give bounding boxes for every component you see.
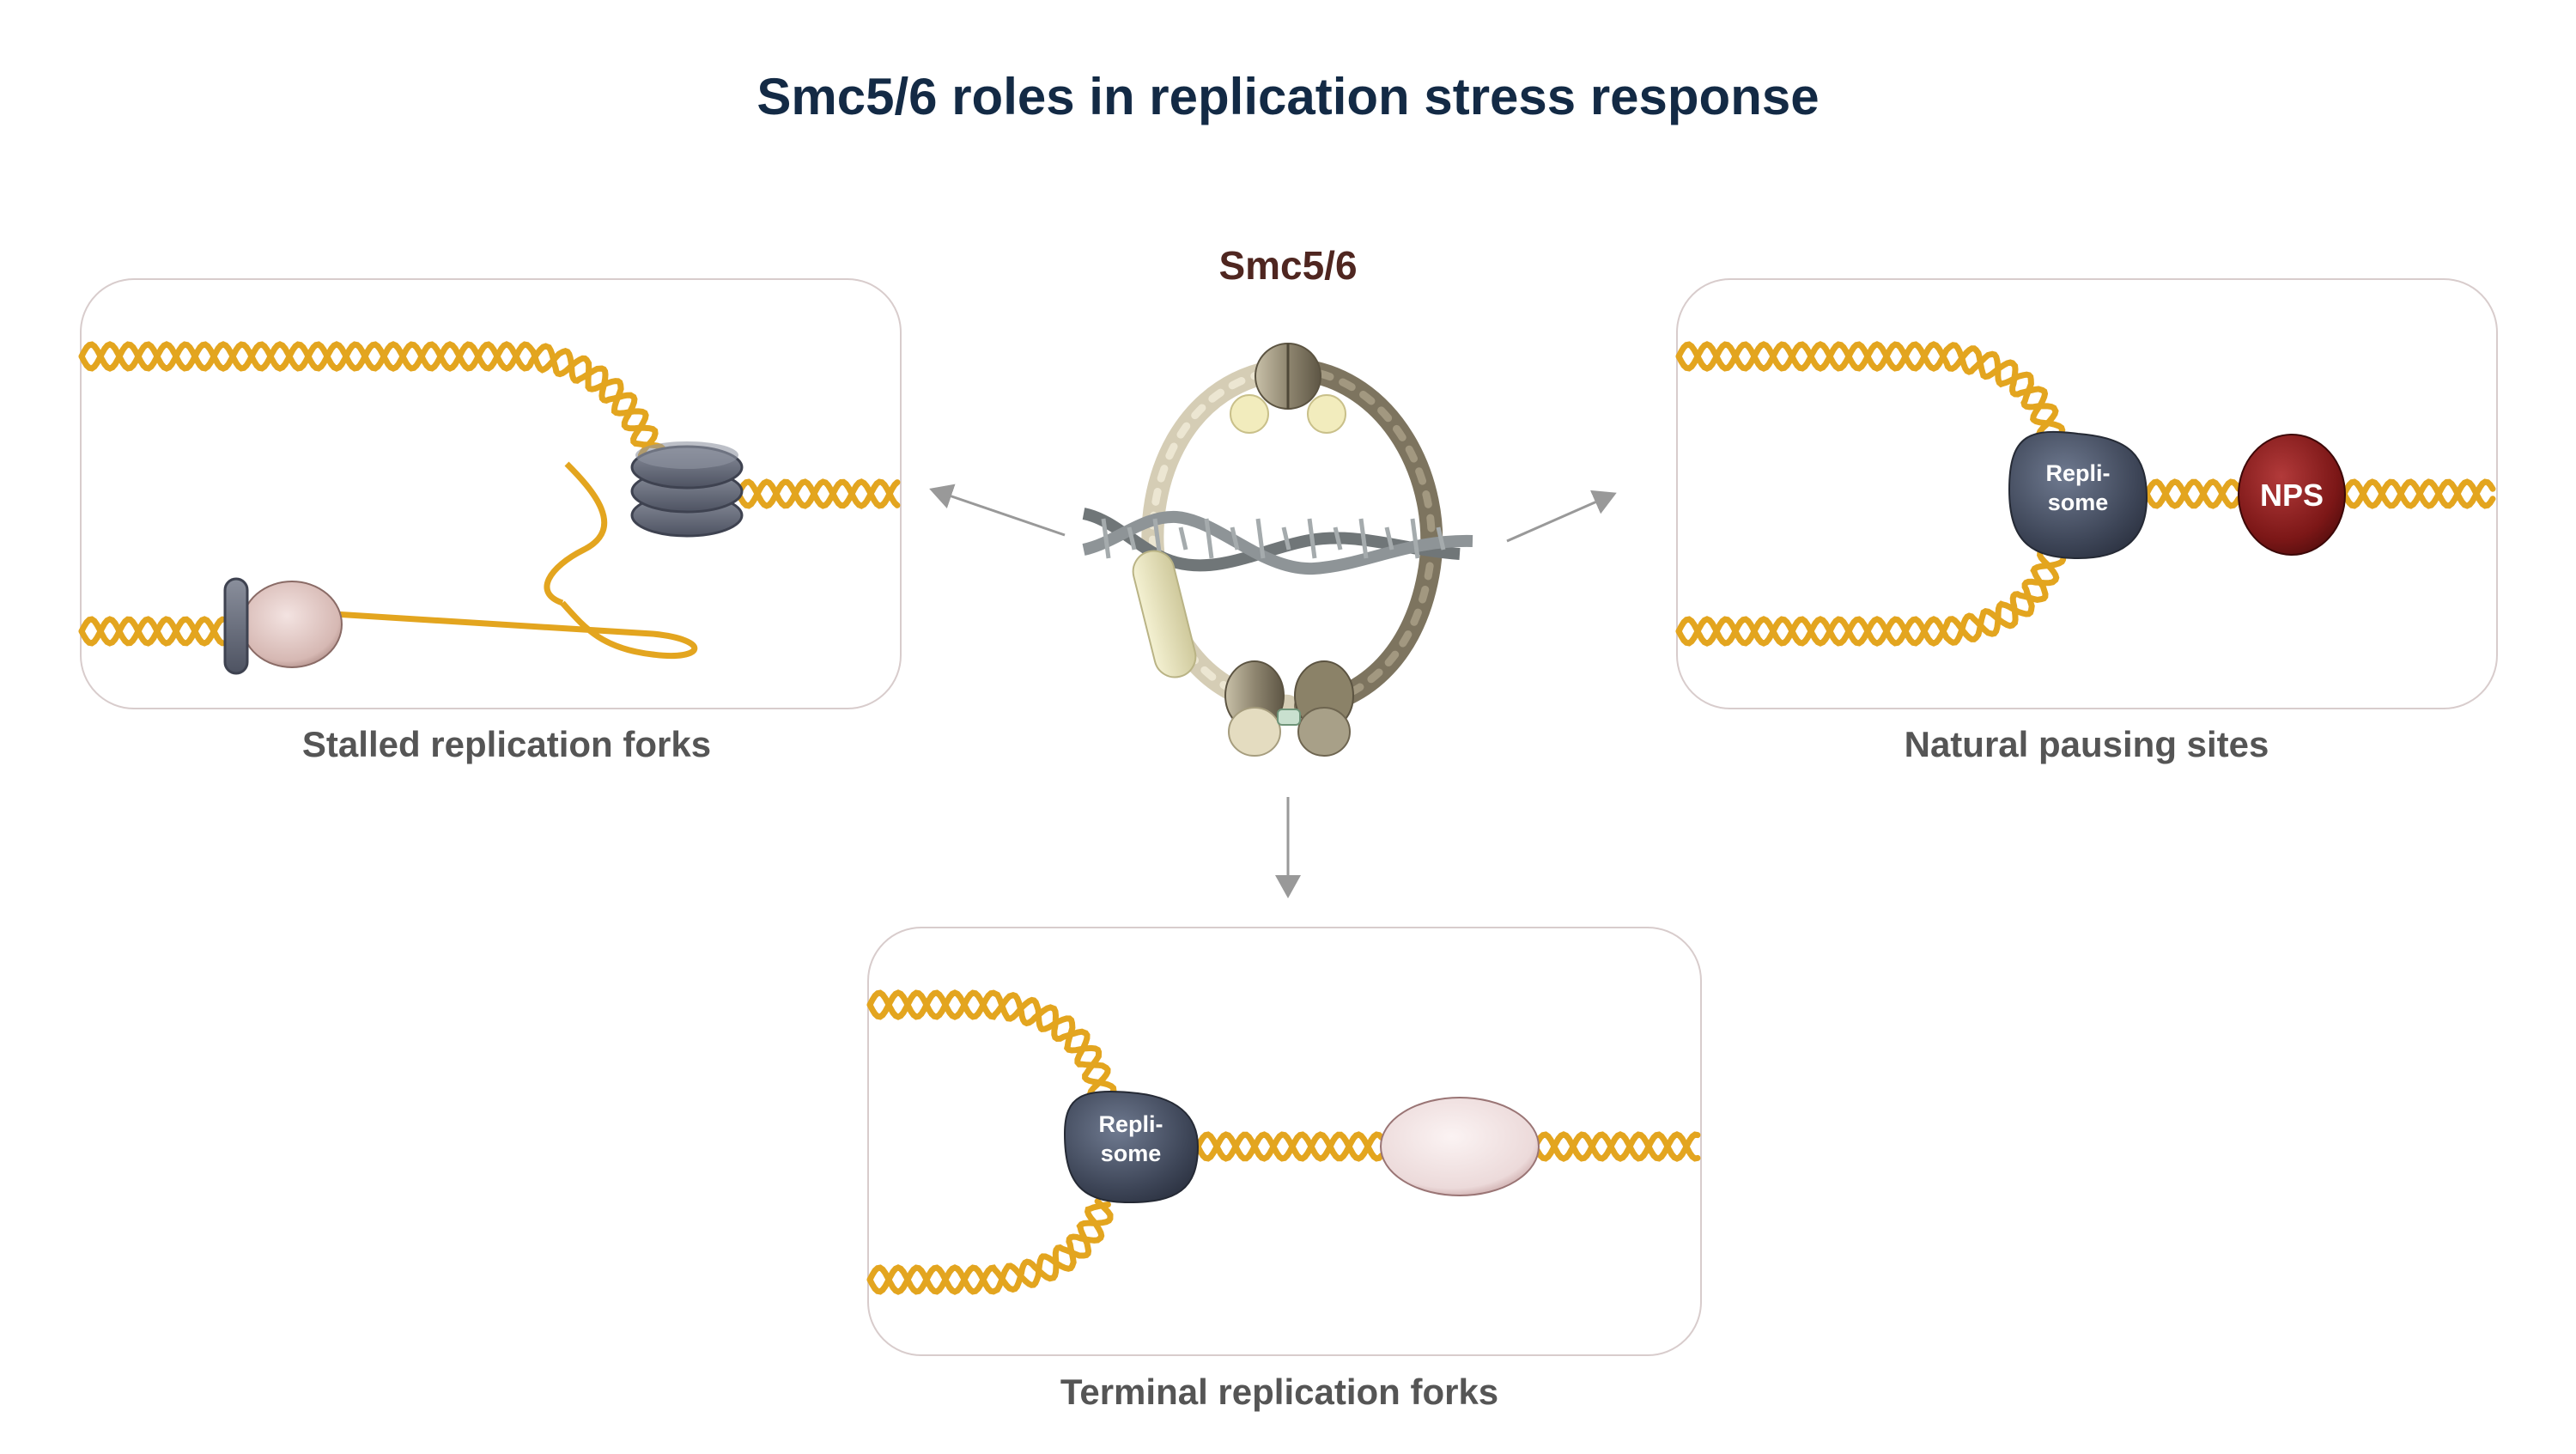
arrow-to-natural: [1506, 490, 1617, 543]
arrow-to-stalled: [929, 484, 1066, 537]
stalled-protein-oval: [241, 581, 343, 668]
replisome-natural: [2008, 430, 2148, 560]
smc56-label: Smc5/6: [1218, 243, 1358, 288]
terminal-protein-oval: [1380, 1097, 1540, 1196]
dna-stalled-bottom: [78, 616, 226, 647]
hinge-subunit-right: [1307, 394, 1346, 434]
dna-natural-top: [1675, 341, 2066, 441]
dna-helix-layer: [78, 341, 2496, 1295]
dna-terminal-middle: [1194, 1131, 1385, 1162]
dna-stalled-right: [735, 478, 901, 509]
panel-natural-content: Repli- some NPS: [2008, 430, 2346, 560]
caption-stalled-forks: Stalled replication forks: [301, 724, 712, 764]
caption-natural-pausing: Natural pausing sites: [1904, 724, 2269, 764]
dna-natural-right: [2341, 478, 2496, 509]
panel-terminal-content: Repli- some: [1063, 1091, 1540, 1204]
caption-terminal-forks: Terminal replication forks: [1060, 1372, 1499, 1412]
hinge-subunit-left: [1230, 394, 1269, 434]
nps-protein: [2238, 434, 2346, 556]
kleisin-subunit: [1132, 550, 1197, 678]
ssdna-loop-upper: [544, 461, 608, 606]
smc56-complex: [1082, 343, 1473, 757]
clamp-ring: [223, 577, 249, 675]
dna-terminal-right: [1532, 1131, 1701, 1162]
page-title: Smc5/6 roles in replication stress respo…: [756, 68, 1820, 125]
replisome-terminal-label-2: some: [1101, 1141, 1162, 1166]
dna-natural-middle: [2143, 478, 2242, 509]
nps-label: NPS: [2260, 478, 2324, 513]
ssdna-strand: [291, 600, 698, 660]
panel-stalled-content: [223, 441, 744, 675]
replisome-natural-label-1: Repli-: [2045, 460, 2110, 486]
stacked-ring-complex: [630, 441, 744, 538]
dna-stalled-top: [78, 341, 666, 461]
dna-terminal-top: [866, 989, 1117, 1101]
dna-double-helix: [1082, 508, 1473, 575]
head-bridge: [1277, 709, 1301, 726]
replisome-terminal-label-1: Repli-: [1098, 1111, 1163, 1137]
replisome-terminal: [1063, 1091, 1200, 1204]
dna-terminal-bottom: [866, 1198, 1114, 1295]
replisome-natural-label-2: some: [2048, 490, 2109, 515]
dna-natural-bottom: [1675, 550, 2067, 647]
